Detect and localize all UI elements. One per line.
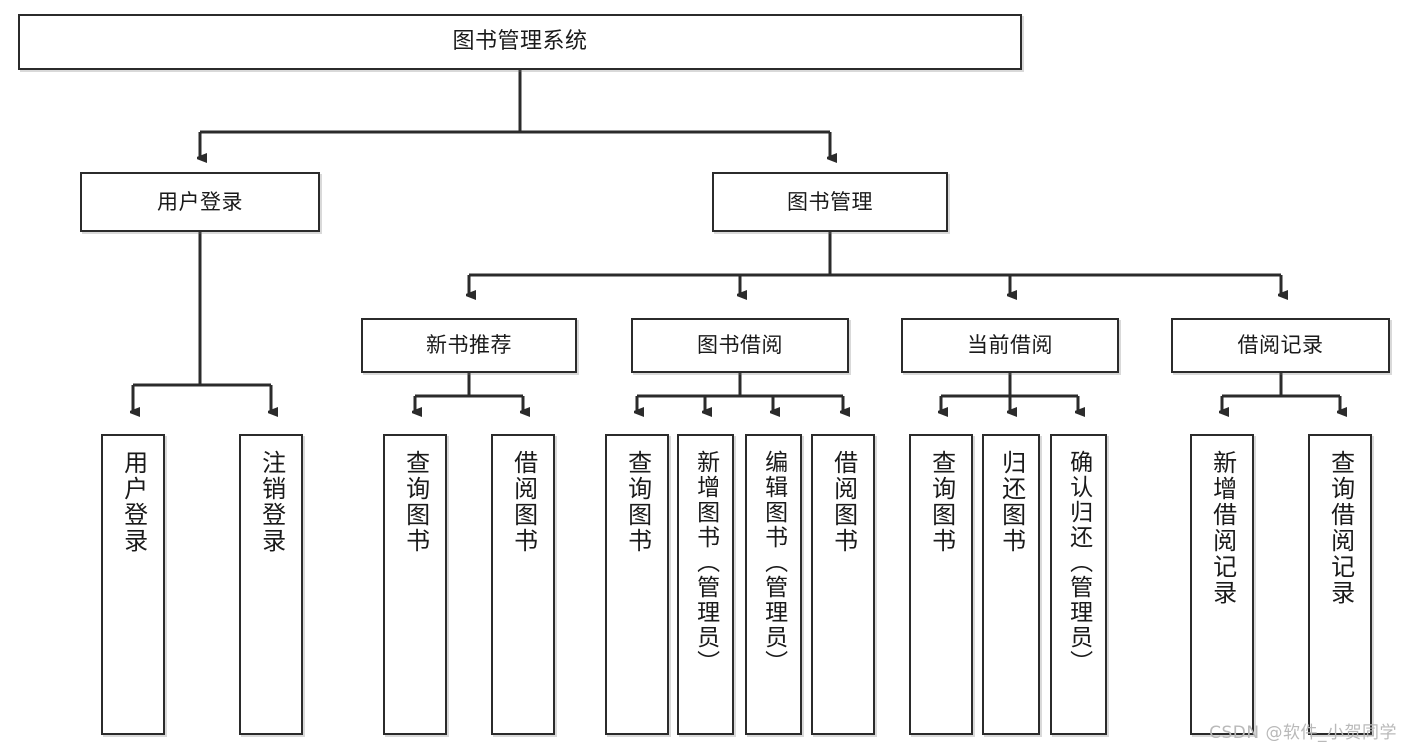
leaf-search-borrow-record-label: 查询借阅记录 (1326, 450, 1355, 606)
csdn-watermark: CSDN @软件_小贺同学 (1209, 723, 1397, 743)
leaf-add-borrow-record[interactable]: 新增借阅记录 (1190, 434, 1254, 735)
leaf-logout[interactable]: 注销登录 (239, 434, 303, 735)
leaf-edit-book-admin[interactable]: 编辑图书（管理员） (745, 434, 802, 735)
node-borrow-records-label: 借阅记录 (1237, 333, 1324, 358)
leaf-search-book-recommend[interactable]: 查询图书 (383, 434, 447, 735)
leaf-user-login-label: 用户登录 (119, 450, 148, 554)
leaf-borrow-book-recommend[interactable]: 借阅图书 (491, 434, 555, 735)
leaf-user-login[interactable]: 用户登录 (101, 434, 165, 735)
node-book-management[interactable]: 图书管理 (712, 172, 948, 232)
leaf-search-book-borrow-label: 查询图书 (623, 450, 652, 554)
leaf-search-book-current-label: 查询图书 (927, 450, 956, 554)
node-current-borrow-label: 当前借阅 (967, 333, 1053, 358)
node-current-borrow[interactable]: 当前借阅 (901, 318, 1119, 373)
node-new-book-recommend-label: 新书推荐 (426, 333, 512, 358)
node-book-borrow-label: 图书借阅 (697, 333, 783, 358)
node-root-system[interactable]: 图书管理系统 (18, 14, 1022, 70)
node-new-book-recommend[interactable]: 新书推荐 (361, 318, 577, 373)
leaf-return-book[interactable]: 归还图书 (982, 434, 1040, 735)
leaf-search-book-borrow[interactable]: 查询图书 (605, 434, 669, 735)
leaf-search-book-recommend-label: 查询图书 (401, 450, 430, 554)
leaf-search-book-current[interactable]: 查询图书 (909, 434, 973, 735)
leaf-confirm-return-admin[interactable]: 确认归还（管理员） (1050, 434, 1107, 735)
node-root-system-label: 图书管理系统 (452, 29, 588, 55)
node-borrow-records[interactable]: 借阅记录 (1171, 318, 1390, 373)
leaf-logout-label: 注销登录 (257, 450, 286, 554)
leaf-confirm-return-admin-label: 确认归还（管理员） (1065, 450, 1092, 675)
leaf-borrow-book-label: 借阅图书 (829, 450, 858, 554)
leaf-borrow-book[interactable]: 借阅图书 (811, 434, 875, 735)
node-user-login[interactable]: 用户登录 (80, 172, 320, 232)
node-book-management-label: 图书管理 (787, 189, 873, 214)
leaf-add-book-admin-label: 新增图书（管理员） (692, 450, 719, 675)
leaf-search-borrow-record[interactable]: 查询借阅记录 (1308, 434, 1372, 735)
leaf-return-book-label: 归还图书 (997, 450, 1026, 554)
node-book-borrow[interactable]: 图书借阅 (631, 318, 849, 373)
leaf-borrow-book-recommend-label: 借阅图书 (509, 450, 538, 554)
node-user-login-label: 用户登录 (157, 189, 243, 214)
leaf-add-book-admin[interactable]: 新增图书（管理员） (677, 434, 734, 735)
leaf-add-borrow-record-label: 新增借阅记录 (1208, 450, 1237, 606)
leaf-edit-book-admin-label: 编辑图书（管理员） (760, 450, 787, 675)
